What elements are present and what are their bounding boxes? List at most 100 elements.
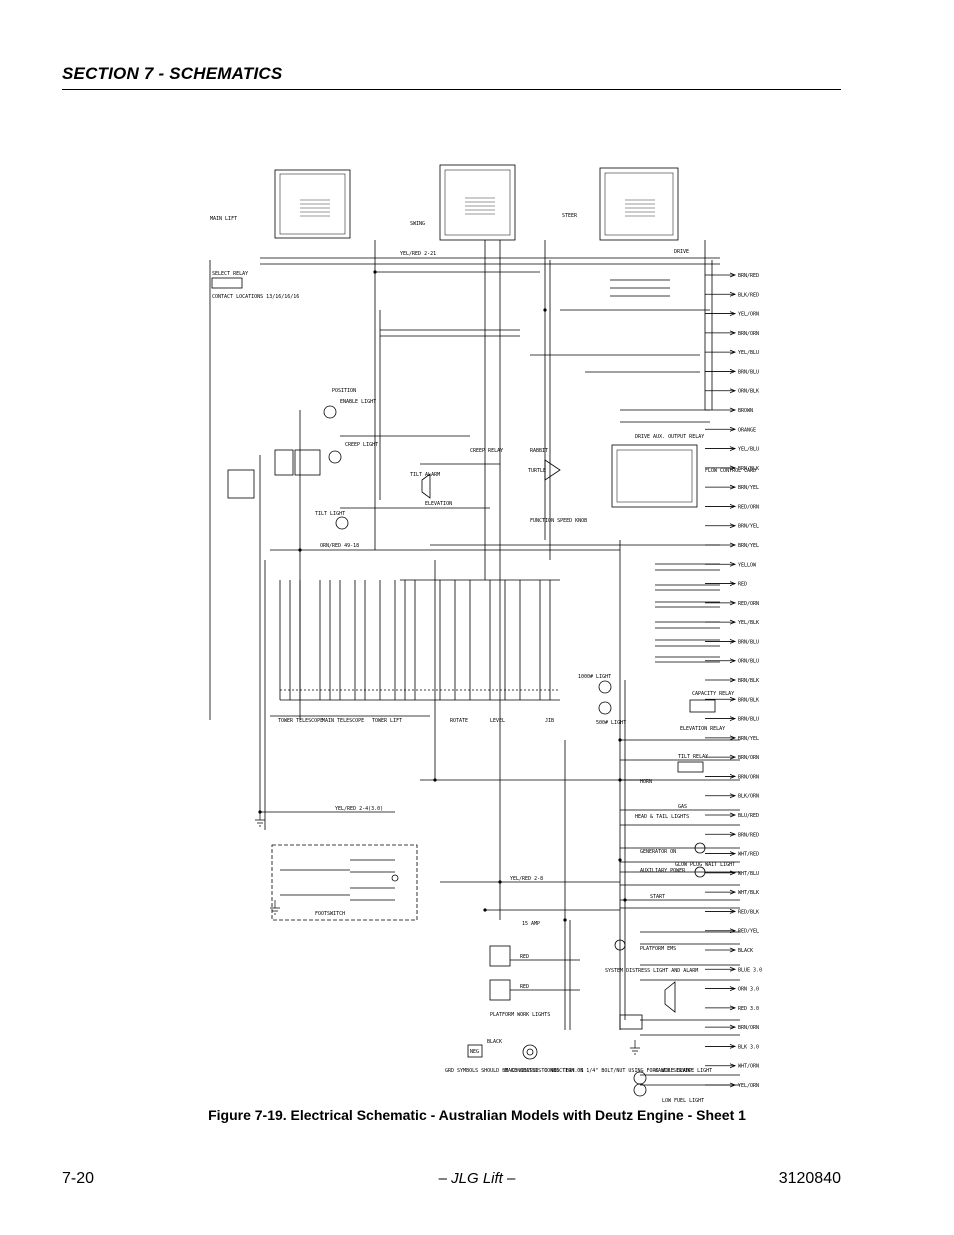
- wire-tag-arrow: [729, 1005, 737, 1011]
- wire-tag-arrow: [729, 1063, 737, 1069]
- wire-tag-arrow: [729, 831, 737, 837]
- wire-tag-arrow: [729, 735, 737, 741]
- wire-tag: YEL/ORN: [738, 1083, 759, 1089]
- wire-tag-arrow: [729, 774, 737, 779]
- wire-tag-arrow: [729, 484, 737, 490]
- svg-text:START: START: [650, 894, 665, 900]
- section-title: SECTION 7 - SCHEMATICS: [62, 64, 283, 83]
- svg-text:15 AMP: 15 AMP: [522, 921, 540, 927]
- wire-tag-arrow: [729, 561, 737, 567]
- wire-tag-arrow: [729, 446, 737, 451]
- document-number: 3120840: [778, 1170, 841, 1187]
- wire-tag-arrow: [729, 966, 737, 972]
- svg-text:1000# LIGHT: 1000# LIGHT: [578, 674, 611, 680]
- wire-tag-arrow: [729, 426, 737, 432]
- svg-text:TILT ALARM: TILT ALARM: [410, 472, 440, 478]
- svg-text:YEL/RED 2-21: YEL/RED 2-21: [400, 251, 436, 257]
- wire-tag: YEL/BLU: [738, 447, 759, 453]
- svg-text:CAPACITY RELAY: CAPACITY RELAY: [692, 691, 734, 697]
- svg-text:ORN/RED 49-18: ORN/RED 49-18: [320, 543, 359, 549]
- svg-text:FUNCTION SPEED KNOB: FUNCTION SPEED KNOB: [530, 518, 587, 524]
- module-swing: SWING: [410, 164, 516, 241]
- svg-text:POSITION: POSITION: [332, 388, 356, 394]
- footswitch-box: FOOTSWITCH: [271, 844, 418, 921]
- wire-tag: ORANGE: [738, 427, 756, 433]
- wire-tag: WHT/BLK: [738, 890, 759, 896]
- svg-text:ENABLE LIGHT: ENABLE LIGHT: [340, 399, 376, 405]
- svg-text:CONTACT LOCATIONS 13/16/16/16: CONTACT LOCATIONS 13/16/16/16: [212, 294, 299, 300]
- wire-tag-arrow: [729, 291, 737, 297]
- drive-aux-output-relay: DRIVE AUX. OUTPUT RELAY FLOW CONTROL CAR…: [611, 434, 756, 508]
- svg-text:CREEP LIGHT: CREEP LIGHT: [345, 442, 378, 448]
- svg-text:RABBIT: RABBIT: [530, 448, 548, 454]
- wire-tag-arrow: [729, 986, 737, 991]
- wire-tag-arrow: [729, 928, 737, 934]
- wire-tag: RED/ORN: [738, 504, 759, 510]
- wire-tag-arrow: [729, 581, 737, 586]
- tower-telescope-label: TOWER TELESCOPE: [278, 718, 323, 724]
- wire-tag-arrow: [729, 330, 737, 336]
- wire-tag: BRN/YEL: [738, 543, 759, 549]
- wire-tag-arrow: [729, 754, 737, 760]
- wire-tag: BRN/ORN: [738, 1025, 759, 1031]
- svg-text:GAS: GAS: [678, 804, 687, 810]
- wire-tag: BRN/BLU: [738, 717, 759, 723]
- wire-tag: RED/ORN: [738, 601, 759, 607]
- wire-tag: BRN/BLK: [738, 697, 759, 703]
- wire-tag: YEL/BLK: [738, 620, 759, 626]
- wire-tag-arrow: [729, 639, 737, 644]
- publisher-name: – JLG Lift –: [438, 1170, 516, 1187]
- wire-tag: BRN/BLU: [738, 369, 759, 375]
- wire-tag: RED/BLK: [738, 909, 759, 915]
- wire-tag: BLUE 3.0: [738, 967, 762, 973]
- wire-tag-arrow: [729, 619, 737, 625]
- wire-tag-arrow: [729, 388, 737, 394]
- wire-vertical: [209, 240, 713, 1030]
- wire-tag-arrow: [729, 542, 737, 548]
- electrical-schematic: MAIN LIFT SWING STEER DRIVE: [200, 160, 770, 1105]
- main-telescope-label: MAIN TELESCOPE: [322, 718, 364, 724]
- ground-notes: NEG BLACK GRD SYMBOLS SHOULD BE CONNECTE…: [445, 1039, 712, 1104]
- wire-tag: RED 3.0: [738, 1006, 759, 1012]
- capacity-lights: 1000# LIGHT 500# LIGHT CAPACITY RELAY EL…: [578, 674, 735, 900]
- wire-tag: BRN/YEL: [738, 736, 759, 742]
- swing-label: SWING: [410, 221, 425, 227]
- wire-tag-arrow: [729, 793, 737, 799]
- wire-bus: [260, 257, 740, 1086]
- wire-tag-arrow: [729, 909, 737, 914]
- wire-tag: BROWN: [738, 408, 753, 414]
- svg-text:PLATFORM WORK LIGHTS: PLATFORM WORK LIGHTS: [490, 1012, 550, 1018]
- svg-text:YEL/RED 2-4(3.0): YEL/RED 2-4(3.0): [335, 806, 383, 812]
- svg-text:RED: RED: [520, 984, 529, 990]
- wire-labels: YEL/RED 2-21 ORN/RED 49-18 YEL/RED 2-4(3…: [320, 251, 543, 990]
- wire-tag: BRN/BLU: [738, 639, 759, 645]
- svg-text:MAKE CHASSIS CONNECTION ON 1/4: MAKE CHASSIS CONNECTION ON 1/4" BOLT/NUT…: [505, 1068, 695, 1074]
- wire-tag: RED/YEL: [738, 929, 759, 935]
- wire-tag-arrow: [729, 369, 737, 374]
- wire-tag-arrow: [729, 311, 737, 316]
- svg-text:AUXILIARY POWER: AUXILIARY POWER: [640, 868, 686, 874]
- wire-tag-arrow: [729, 504, 737, 509]
- platform-lights: PLATFORM WORK LIGHTS 15 AMP PLATFORM EMS…: [489, 921, 698, 1030]
- wire-tag: BRN/ORN: [738, 774, 759, 780]
- wire-tag: ORN/BLU: [738, 659, 759, 665]
- wire-tag-arrow: [729, 947, 737, 953]
- wire-tag-arrow: [729, 1024, 737, 1030]
- function-valve-row: TOWER TELESCOPE MAIN TELESCOPE TOWER LIF…: [278, 580, 560, 724]
- wire-tag-arrow: [729, 658, 737, 664]
- wire-tag: ORN 3.0: [738, 987, 759, 993]
- ground-symbols: [255, 812, 640, 1055]
- creep-and-tilt: CREEP LIGHT CREEP RELAY TILT ALARM TILT …: [227, 388, 503, 530]
- svg-text:GRD SYMBOLS SHOULD BE CONNECTE: GRD SYMBOLS SHOULD BE CONNECTED TO NEG T…: [445, 1068, 583, 1074]
- svg-text:TURTLE: TURTLE: [528, 468, 546, 474]
- figure-caption: Figure 7-19. Electrical Schematic - Aust…: [208, 1107, 746, 1123]
- wire-tag: WHT/RED: [738, 852, 759, 858]
- svg-text:CABLE SERVICE LIGHT: CABLE SERVICE LIGHT: [655, 1068, 712, 1074]
- svg-text:YEL/RED 2-8: YEL/RED 2-8: [510, 876, 543, 882]
- wire-tag-arrow: [729, 523, 737, 529]
- page-number: 7-20: [62, 1170, 95, 1187]
- wire-tag: BRN/YEL: [738, 524, 759, 530]
- wire-tag-arrow: [729, 465, 737, 471]
- svg-text:FOOTSWITCH: FOOTSWITCH: [315, 911, 345, 917]
- wire-tag-arrow: [729, 272, 737, 278]
